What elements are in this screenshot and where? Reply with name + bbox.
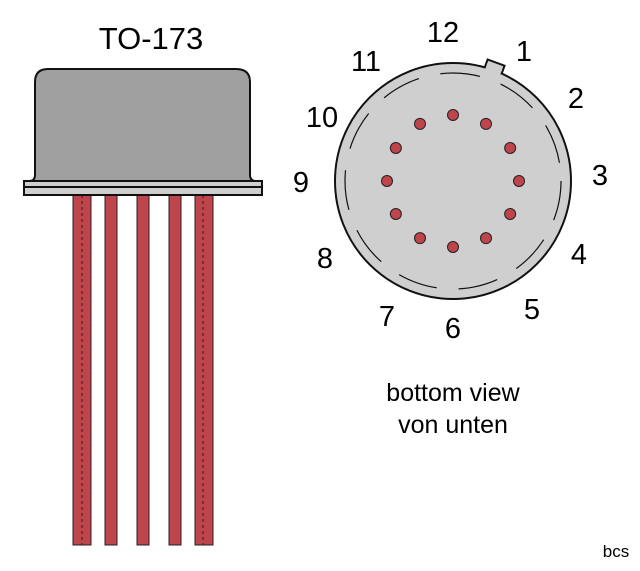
- pin-dot: [480, 117, 492, 130]
- lead-2: [104, 194, 118, 546]
- pin-dot: [480, 232, 492, 245]
- pin-label-5: 5: [524, 294, 540, 326]
- pin-dot: [389, 208, 402, 220]
- package-cap: [28, 68, 257, 182]
- pin-label-9: 9: [293, 167, 309, 199]
- tab-joint: [480, 62, 503, 89]
- lead-4: [168, 194, 182, 546]
- pin-label-8: 8: [317, 243, 333, 275]
- caption-german: von unten: [398, 411, 508, 439]
- pin-label-6: 6: [445, 313, 461, 345]
- pin-ring: [381, 109, 525, 253]
- credit: bcs: [603, 542, 629, 561]
- pin-label-4: 4: [571, 239, 587, 271]
- pin-dot: [447, 241, 459, 253]
- package-title: TO-173: [99, 21, 204, 56]
- pin-dot: [504, 208, 517, 220]
- caption-english: bottom view: [386, 379, 520, 407]
- pin-label-12: 12: [427, 17, 459, 49]
- pin-dot: [447, 109, 459, 121]
- pin-dot: [381, 175, 393, 187]
- bottom-view: [334, 58, 572, 300]
- pin-label-7: 7: [379, 301, 395, 333]
- pin-dot: [414, 232, 426, 245]
- package-flange: [23, 180, 263, 188]
- pin-label-3: 3: [592, 160, 608, 192]
- pin-numbers: 1 2 3 4 5 6 7 8 9 10 11 12: [293, 17, 608, 345]
- inner-dashed-ring: [344, 72, 562, 290]
- leads: [72, 194, 214, 546]
- pin-dot: [389, 142, 402, 154]
- pin-dot: [513, 175, 525, 187]
- base-circle: [334, 62, 572, 300]
- pin-dot: [414, 117, 426, 130]
- pin-label-11: 11: [351, 46, 381, 78]
- pin-label-2: 2: [568, 83, 584, 115]
- pin-label-1: 1: [516, 36, 532, 68]
- pin-dot: [504, 142, 517, 154]
- lead-3: [136, 194, 150, 546]
- lead-5: [194, 194, 214, 546]
- pin-label-10: 10: [306, 102, 338, 134]
